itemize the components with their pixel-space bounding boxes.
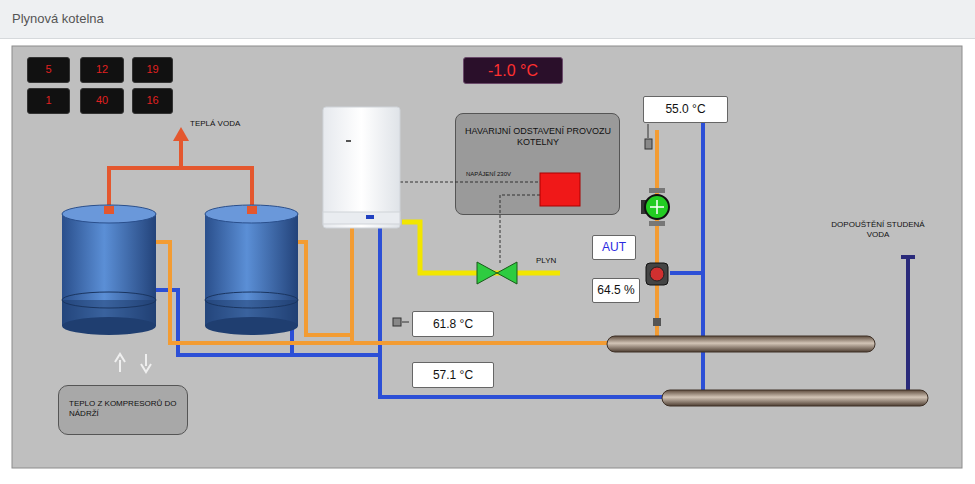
box-heading: HAVARIJNÍ ODSTAVENÍ PROVOZU KOTELNY (464, 126, 612, 149)
storage-tank (205, 205, 298, 335)
circulation-pump (649, 221, 665, 226)
return-manifold (662, 390, 928, 406)
node-text: 40 (96, 94, 108, 108)
node-text: 5 (45, 63, 51, 77)
counter-display: 5 (27, 57, 70, 83)
supply-manifold (607, 336, 875, 352)
gas-boiler (323, 107, 400, 228)
mixing-valve (646, 263, 668, 285)
gas-valve (477, 262, 517, 284)
value-box: 55.0 °C (643, 96, 728, 123)
supply-note: NAPÁJENÍ 230V (466, 171, 536, 179)
heat-arrow (115, 354, 151, 372)
storage-tank (247, 206, 257, 214)
node-text: AUT (602, 240, 626, 255)
storage-tank (62, 317, 156, 335)
gas-boiler (346, 140, 351, 142)
hot-water-pipe (109, 140, 252, 212)
return-pipe (670, 271, 703, 275)
emergency-button (540, 173, 580, 206)
gas-boiler (323, 107, 400, 228)
counter-display: 12 (80, 57, 124, 83)
value-box: 57.1 °C (412, 362, 494, 388)
control-wire (455, 182, 540, 183)
temperature-sensor (645, 139, 652, 149)
gas-boiler (366, 215, 374, 219)
storage-tank (62, 205, 156, 335)
mixing-valve (646, 263, 668, 326)
counter-display: 16 (132, 88, 173, 114)
supply-pipe (298, 242, 352, 335)
circulation-pump (645, 195, 669, 219)
storage-tank (205, 292, 298, 308)
node-text: 57.1 °C (433, 368, 473, 383)
heat-arrow (141, 354, 151, 372)
panel-ground (12, 46, 962, 468)
mixing-valve (650, 267, 664, 281)
value-box: 64.5 % (592, 278, 640, 303)
page-title: Plynová kotelna (12, 11, 104, 26)
gas-valve (477, 262, 497, 284)
node-text: 64.5 % (597, 283, 634, 298)
circulation-pump (649, 188, 665, 193)
cold-water-pipe (901, 255, 915, 259)
node-text: 12 (96, 63, 108, 77)
storage-tank (62, 205, 156, 223)
counter-display: 19 (132, 57, 173, 83)
storage-tank (62, 214, 156, 326)
gas-valve (497, 262, 517, 284)
node-text: -1.0 °C (488, 61, 538, 81)
storage-tank (205, 317, 298, 335)
counter-display: 40 (80, 88, 124, 114)
control-wire (500, 195, 540, 215)
hot-water-arrow (173, 127, 189, 141)
gas-label: PLYN (536, 256, 576, 266)
storage-tank (104, 206, 114, 214)
supply-pipe (350, 228, 354, 343)
control-wire (500, 215, 501, 263)
storage-tank (205, 214, 298, 326)
header-bar (0, 0, 975, 39)
hot-water-label: TEPLÁ VODA (190, 119, 270, 129)
temperature-sensor (393, 318, 401, 326)
supply-pipe (655, 130, 659, 336)
temperature-sensor (648, 124, 649, 138)
circulation-pump (641, 188, 669, 226)
storage-tank (205, 205, 298, 223)
cold-water-pipe (906, 258, 910, 393)
hot-water-pipe (179, 140, 183, 168)
mode-box: AUT (592, 235, 636, 260)
cold-water-fill-label: DOPOUŠTĚNÍ STUDENÁ VODA (826, 220, 930, 241)
heat-arrow (115, 354, 125, 372)
gas-boiler (323, 212, 400, 224)
counter-display: 1 (27, 88, 70, 114)
control-wire (400, 182, 455, 183)
value-box: 61.8 °C (412, 311, 494, 337)
circulation-pump (650, 200, 664, 214)
node-text: 1 (45, 94, 51, 108)
heat-source-note: TEPLO Z KOMPRESORŮ DO NÁDRŽÍ (58, 385, 188, 435)
temperature-sensor (402, 322, 409, 323)
mixing-valve (653, 318, 661, 326)
node-text: 19 (146, 63, 158, 77)
storage-tank (62, 292, 156, 308)
outdoor-temperature-display: -1.0 °C (463, 57, 563, 84)
node-text: 61.8 °C (433, 317, 473, 332)
emergency-shutdown-box: HAVARIJNÍ ODSTAVENÍ PROVOZU KOTELNY NAPÁJ… (455, 113, 620, 215)
hot-water-pipe (109, 168, 252, 212)
node-text: TEPLO Z KOMPRESORŮ DO NÁDRŽÍ (69, 399, 177, 419)
cold-water-pipe (901, 257, 915, 393)
node-text: 16 (146, 94, 158, 108)
node-text: 55.0 °C (665, 102, 705, 117)
